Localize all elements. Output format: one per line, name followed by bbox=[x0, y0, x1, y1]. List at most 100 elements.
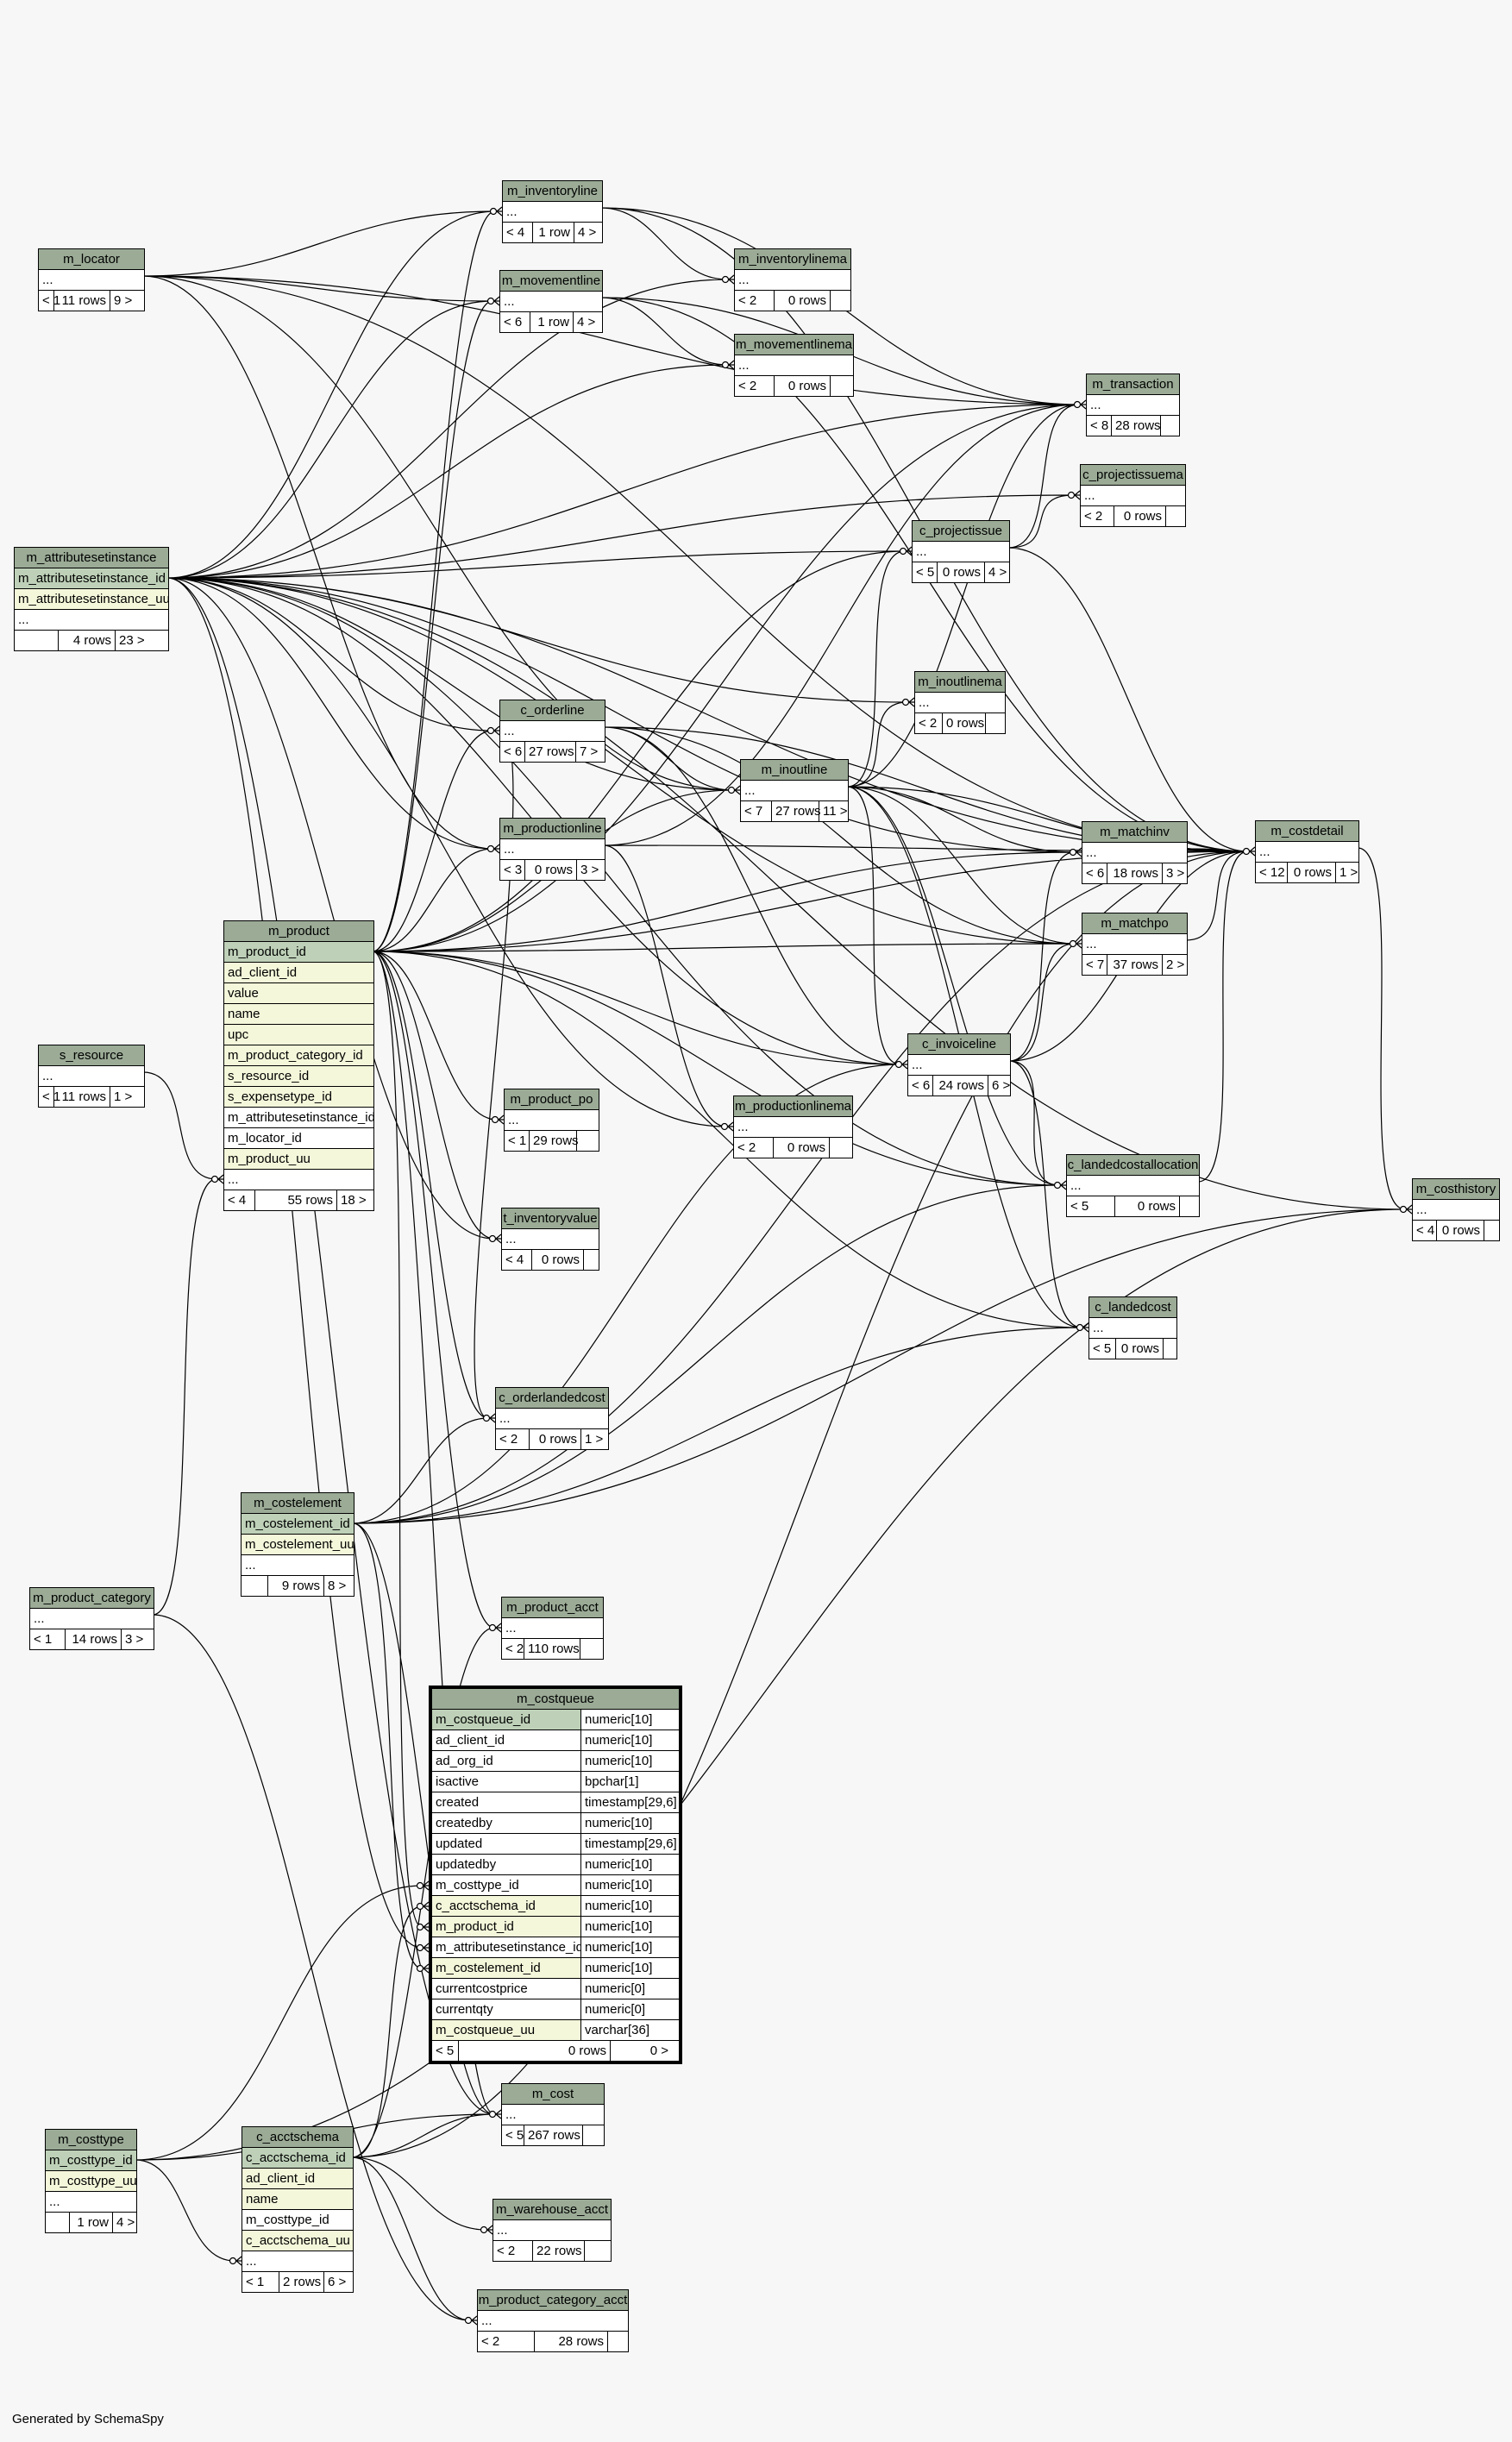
parents-count[interactable]: < 6 bbox=[504, 315, 523, 330]
children-count[interactable]: 2 > bbox=[1162, 955, 1187, 975]
children-count[interactable]: 7 > bbox=[575, 742, 605, 762]
parents-count[interactable]: < 5 bbox=[916, 565, 935, 580]
parents-count[interactable]: < 2 bbox=[481, 2334, 500, 2349]
children-count[interactable] bbox=[830, 376, 853, 396]
children-count[interactable]: 1 > bbox=[1335, 863, 1358, 882]
parents-count[interactable]: < 5 bbox=[505, 2128, 524, 2143]
children-count[interactable]: 4 > bbox=[984, 562, 1009, 582]
children-count[interactable]: 18 > bbox=[336, 1190, 373, 1210]
children-count[interactable] bbox=[985, 713, 1005, 733]
parents-count[interactable]: < 7 bbox=[1086, 957, 1105, 972]
parents-count[interactable]: < 4 bbox=[506, 225, 525, 240]
children-count[interactable]: 3 > bbox=[121, 1629, 154, 1649]
parents-count[interactable]: < 1 bbox=[246, 2275, 265, 2289]
children-count[interactable]: 8 > bbox=[323, 1576, 354, 1596]
children-count[interactable]: 6 > bbox=[323, 2272, 353, 2292]
children-count[interactable] bbox=[583, 1250, 599, 1270]
children-count[interactable]: 4 > bbox=[574, 223, 602, 242]
children-count[interactable]: 0 > bbox=[610, 2041, 672, 2061]
children-count[interactable] bbox=[1484, 1221, 1499, 1240]
children-count[interactable] bbox=[576, 1131, 599, 1151]
children-count[interactable] bbox=[1160, 416, 1179, 436]
children-count[interactable]: 11 > bbox=[819, 801, 848, 821]
children-count[interactable] bbox=[830, 291, 850, 311]
children-count[interactable]: 6 > bbox=[988, 1076, 1010, 1095]
parents-count[interactable]: < 3 bbox=[504, 863, 523, 877]
parents-count[interactable]: < 1 bbox=[42, 293, 61, 308]
children-count[interactable]: 9 > bbox=[110, 291, 144, 311]
parents-count[interactable]: < 4 bbox=[505, 1252, 524, 1267]
parents-count[interactable]: < 5 bbox=[1093, 1341, 1112, 1356]
parents-count[interactable]: < 2 bbox=[1084, 509, 1103, 524]
children-count[interactable]: 1 > bbox=[110, 1087, 144, 1107]
children-count[interactable] bbox=[1165, 506, 1185, 526]
parents-count[interactable]: < 2 bbox=[738, 379, 757, 393]
parents-count[interactable]: < 2 bbox=[738, 293, 757, 308]
parents-count[interactable]: < 8 bbox=[1090, 418, 1109, 433]
parents-count[interactable]: < 5 bbox=[1070, 1199, 1089, 1214]
children-count[interactable]: 3 > bbox=[576, 860, 605, 880]
parents-count[interactable] bbox=[46, 2213, 69, 2232]
parents-count[interactable]: < 6 bbox=[1086, 866, 1105, 881]
parents-count[interactable]: < 5 bbox=[436, 2043, 455, 2058]
children-count[interactable] bbox=[1179, 1196, 1199, 1216]
parents-count[interactable]: < 12 bbox=[1259, 865, 1285, 880]
children-count[interactable] bbox=[607, 2332, 628, 2351]
parents-count[interactable]: < 2 bbox=[499, 1432, 518, 1447]
parents-count[interactable]: < 2 bbox=[737, 1140, 756, 1155]
parents-count[interactable]: < 4 bbox=[228, 1193, 247, 1208]
parents-count[interactable]: < 6 bbox=[504, 744, 523, 759]
parents-count[interactable]: < 4 bbox=[1416, 1223, 1435, 1238]
parents-count[interactable] bbox=[242, 1576, 267, 1596]
parents-count[interactable]: < 1 bbox=[508, 1133, 527, 1148]
children-count[interactable] bbox=[582, 2125, 604, 2145]
children-count[interactable]: 1 > bbox=[580, 1429, 608, 1449]
children-count[interactable]: 23 > bbox=[115, 631, 168, 650]
children-count[interactable]: 4 > bbox=[573, 312, 602, 332]
parents-count[interactable]: < 2 bbox=[919, 716, 938, 731]
children-count[interactable] bbox=[829, 1138, 852, 1158]
parents-count[interactable]: < 2 bbox=[497, 2244, 516, 2258]
children-count[interactable]: 4 > bbox=[112, 2213, 136, 2232]
children-count[interactable] bbox=[1163, 1339, 1176, 1359]
parents-count[interactable]: < 6 bbox=[912, 1078, 931, 1093]
children-count[interactable] bbox=[580, 1639, 603, 1659]
children-count[interactable]: 3 > bbox=[1162, 863, 1187, 883]
parents-count[interactable]: < 2 bbox=[505, 1642, 524, 1656]
parents-count[interactable]: < 1 bbox=[42, 1089, 61, 1104]
